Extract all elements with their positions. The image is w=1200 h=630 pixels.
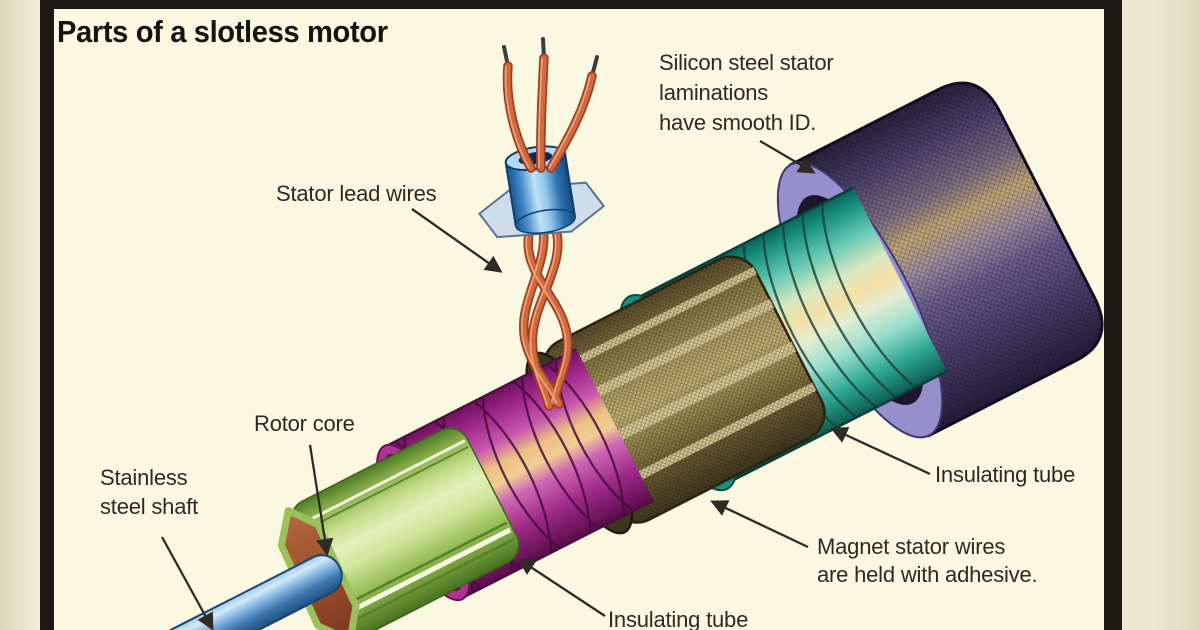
leader-insulating-tube-bottom — [517, 558, 606, 617]
leader-rotor-core — [308, 444, 334, 557]
label-stainless-steel-shaft: Stainless steel shaft — [100, 465, 199, 519]
leader-silicon-stator — [759, 140, 816, 174]
wire-grommet — [477, 145, 606, 239]
lead-wires-lower — [519, 221, 573, 411]
rotor-flutes — [298, 439, 516, 626]
label-insulating-tube-right: Insulating tube — [935, 462, 1076, 487]
leader-magnet-stator-wires — [710, 500, 809, 549]
shaft — [161, 554, 343, 630]
label-silicon-stator: Silicon steel stator laminations have sm… — [659, 50, 834, 135]
leader-insulating-tube-right — [830, 427, 931, 476]
leader-stator-lead-wires — [411, 208, 503, 273]
label-magnet-stator-wires: Magnet stator wires are held with adhesi… — [817, 534, 1038, 587]
leader-lines — [160, 140, 931, 630]
motor-assembly — [161, 81, 1104, 630]
stator-lead-wires — [477, 37, 606, 411]
diagram-title: Parts of a slotless motor — [57, 14, 388, 49]
label-rotor-core: Rotor core — [254, 411, 355, 436]
lead-wires-upper — [502, 37, 599, 173]
label-insulating-tube-bottom: Insulating tube — [608, 607, 749, 630]
leader-shaft — [160, 536, 214, 630]
label-stator-lead-wires: Stator lead wires — [276, 181, 437, 206]
